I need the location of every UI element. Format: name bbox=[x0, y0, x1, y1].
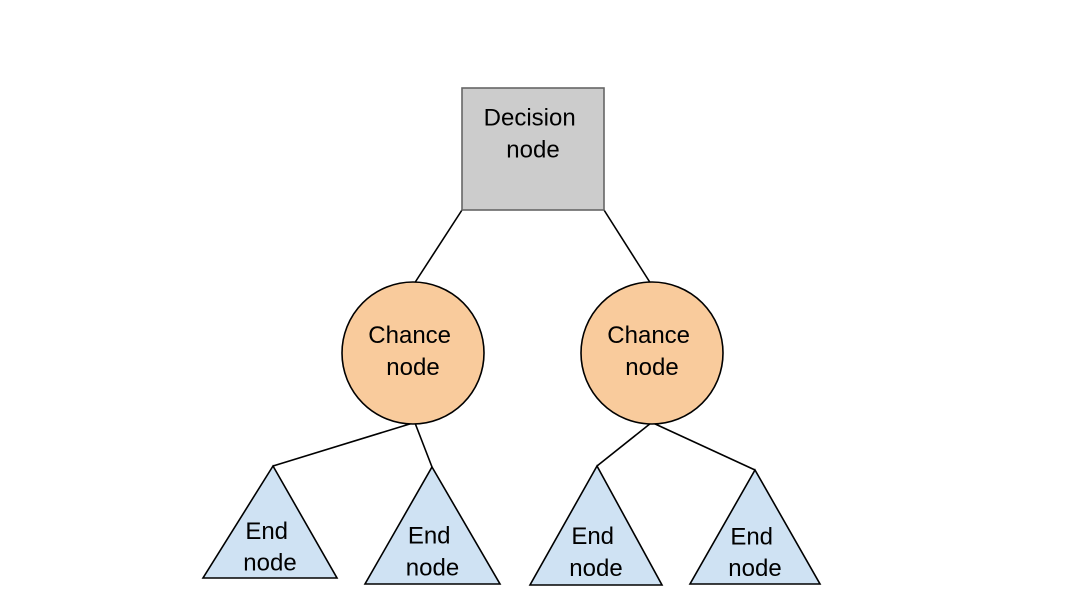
end-node-1-shape[interactable] bbox=[201, 464, 339, 579]
end-node-1-label-line1: End bbox=[245, 518, 288, 545]
chance-node-left-shape[interactable] bbox=[341, 281, 485, 425]
end-node-3-label-line1: End bbox=[571, 524, 614, 551]
decision-node[interactable]: Decision node bbox=[461, 87, 605, 211]
edge-decision-to-chance-left bbox=[413, 209, 463, 285]
end-node-2-label-line1: End bbox=[408, 523, 451, 550]
end-node-4[interactable]: End node bbox=[688, 468, 822, 585]
end-node-1-label-line2: node bbox=[243, 550, 296, 577]
end-node-2-shape[interactable] bbox=[363, 465, 502, 585]
decision-node-label: Decision node bbox=[484, 105, 583, 164]
edge-chance-right-to-end-4 bbox=[652, 422, 756, 471]
chance-node-left-label-line2: node bbox=[386, 354, 439, 381]
end-node-1-label: End node bbox=[243, 518, 296, 577]
end-node-4-shape[interactable] bbox=[688, 468, 822, 585]
chance-node-right-label-line2: node bbox=[625, 354, 678, 381]
chance-node-right-label-line1: Chance bbox=[607, 323, 690, 350]
end-node-2-label: End node bbox=[406, 523, 459, 582]
end-node-4-label-line1: End bbox=[730, 524, 773, 551]
end-node-4-label-line2: node bbox=[728, 556, 781, 583]
edge-chance-right-to-end-3 bbox=[596, 422, 652, 467]
edge-chance-left-to-end-1 bbox=[272, 422, 414, 467]
decision-node-shape[interactable] bbox=[461, 87, 605, 211]
chance-node-right-label: Chance node bbox=[607, 323, 696, 382]
end-node-4-label: End node bbox=[728, 524, 781, 583]
chance-node-left-label: Chance node bbox=[368, 323, 457, 382]
end-node-3-label-line2: node bbox=[569, 555, 622, 582]
decision-node-label-line2: node bbox=[506, 137, 559, 164]
end-node-3[interactable]: End node bbox=[528, 464, 664, 586]
chance-node-left[interactable]: Chance node bbox=[341, 281, 485, 425]
end-node-3-label: End node bbox=[569, 524, 622, 583]
chance-node-left-label-line1: Chance bbox=[368, 323, 451, 350]
decision-node-label-line1: Decision bbox=[484, 105, 576, 132]
edge-decision-to-chance-right bbox=[603, 209, 652, 285]
end-node-3-shape[interactable] bbox=[528, 464, 664, 586]
chance-node-right[interactable]: Chance node bbox=[580, 281, 724, 425]
edge-group bbox=[272, 209, 756, 471]
edge-chance-left-to-end-2 bbox=[414, 422, 433, 468]
end-node-2[interactable]: End node bbox=[363, 465, 502, 585]
chance-node-right-shape[interactable] bbox=[580, 281, 724, 425]
end-node-1[interactable]: End node bbox=[201, 464, 339, 579]
end-node-2-label-line2: node bbox=[406, 555, 459, 582]
